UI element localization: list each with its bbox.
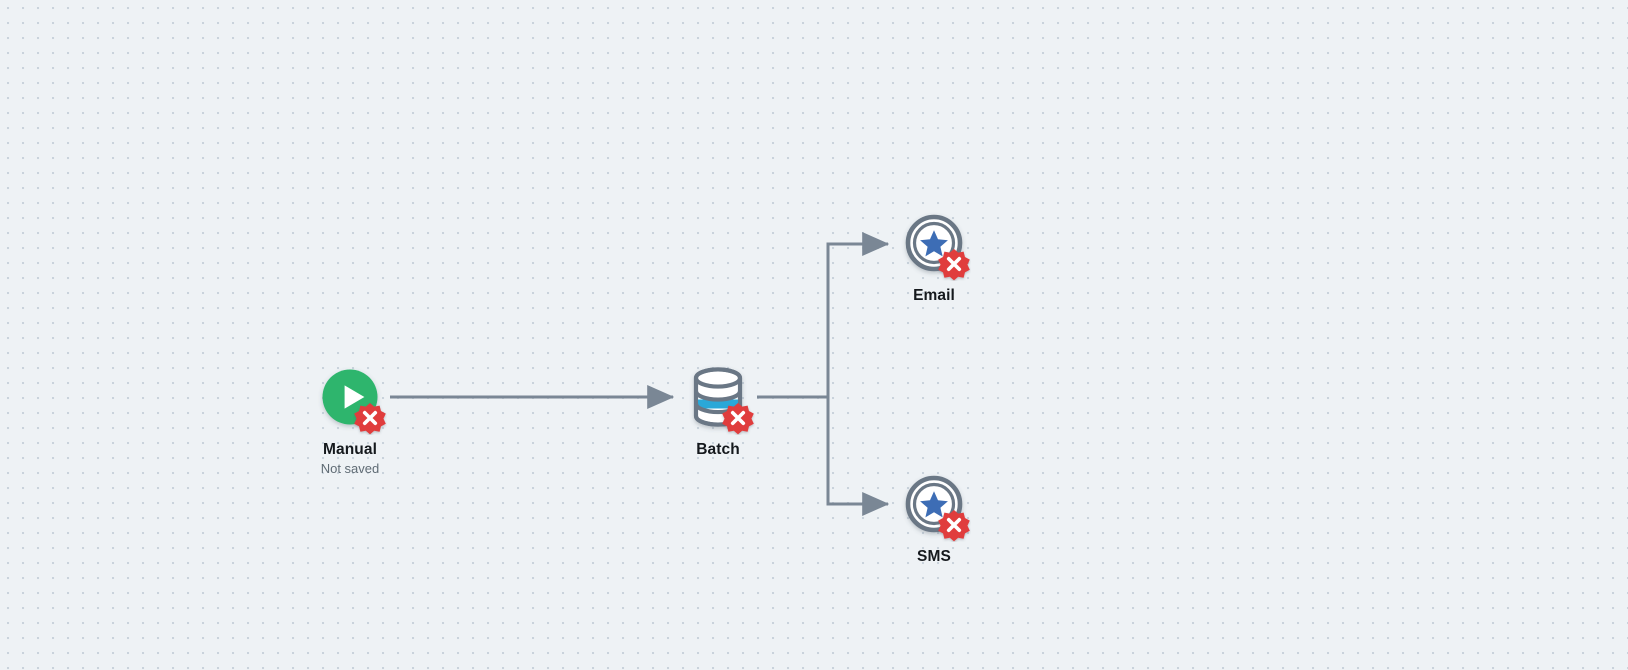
error-x-badge[interactable] <box>353 401 387 435</box>
node-batch[interactable]: Batch <box>638 357 798 460</box>
node-manual-subtitle: Not saved <box>320 460 380 476</box>
error-x-badge[interactable] <box>937 508 971 542</box>
node-batch-title: Batch <box>696 441 740 458</box>
node-sms-labels: SMS <box>854 548 1014 567</box>
star-target-icon[interactable] <box>894 464 974 544</box>
node-manual-icon-wrap[interactable] <box>310 357 390 437</box>
error-x-badge[interactable] <box>721 401 755 435</box>
node-sms-title: SMS <box>917 548 951 565</box>
node-email-title: Email <box>913 287 955 304</box>
node-manual-labels: Manual Not saved <box>270 441 430 477</box>
node-email-icon-wrap[interactable] <box>894 203 974 283</box>
error-x-badge[interactable] <box>937 247 971 281</box>
node-sms[interactable]: SMS <box>854 464 1014 567</box>
node-sms-icon-wrap[interactable] <box>894 464 974 544</box>
node-manual-title: Manual <box>323 441 377 458</box>
node-manual[interactable]: Manual Not saved <box>270 357 430 477</box>
node-batch-labels: Batch <box>638 441 798 460</box>
node-email[interactable]: Email <box>854 203 1014 306</box>
node-email-labels: Email <box>854 287 1014 306</box>
node-batch-icon-wrap[interactable] <box>678 357 758 437</box>
